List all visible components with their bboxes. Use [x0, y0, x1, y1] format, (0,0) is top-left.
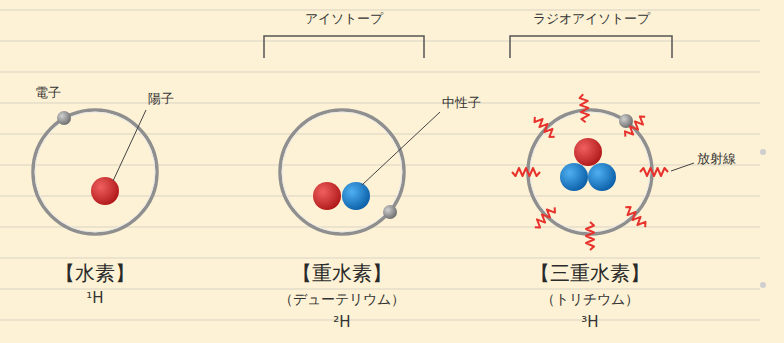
neutron — [342, 182, 370, 210]
element-name: 【三重水素】 — [530, 262, 650, 285]
electron-orbit — [33, 110, 157, 234]
margin-dot — [760, 282, 766, 288]
bracket-label: ラジオアイソトープ — [533, 12, 650, 27]
electron-orbit — [280, 110, 404, 234]
element-alias: （デューテリウム） — [279, 291, 405, 307]
electron — [57, 111, 71, 125]
proton — [574, 138, 602, 166]
proton — [313, 182, 341, 210]
leader-line — [113, 110, 146, 181]
part-label: 電子 — [35, 86, 61, 101]
bracket — [510, 36, 672, 58]
neutron — [588, 163, 616, 191]
bracket-label: アイソトープ — [305, 12, 383, 27]
bracket — [264, 36, 424, 58]
electron — [383, 205, 397, 219]
part-label: 中性子 — [442, 96, 481, 111]
isotope-symbol: ¹H — [86, 290, 103, 307]
orbit-highlight — [282, 112, 402, 232]
leader-line — [671, 163, 694, 171]
radiation-waves — [512, 94, 668, 250]
isotope-symbol: ²H — [333, 314, 350, 331]
proton — [91, 177, 119, 205]
element-name: 【重水素】 — [292, 262, 392, 285]
isotope-symbol: ³H — [581, 314, 598, 331]
part-label: 放射線 — [697, 152, 736, 167]
part-label: 陽子 — [148, 92, 174, 107]
orbit-highlight — [530, 112, 650, 232]
electron-orbit — [528, 110, 652, 234]
ruled-lines — [0, 10, 760, 320]
element-alias: （トリチウム） — [541, 291, 639, 307]
margin-dot — [760, 149, 766, 155]
leader-line — [362, 112, 440, 185]
element-name: 【水素】 — [55, 262, 135, 285]
neutron — [560, 163, 588, 191]
